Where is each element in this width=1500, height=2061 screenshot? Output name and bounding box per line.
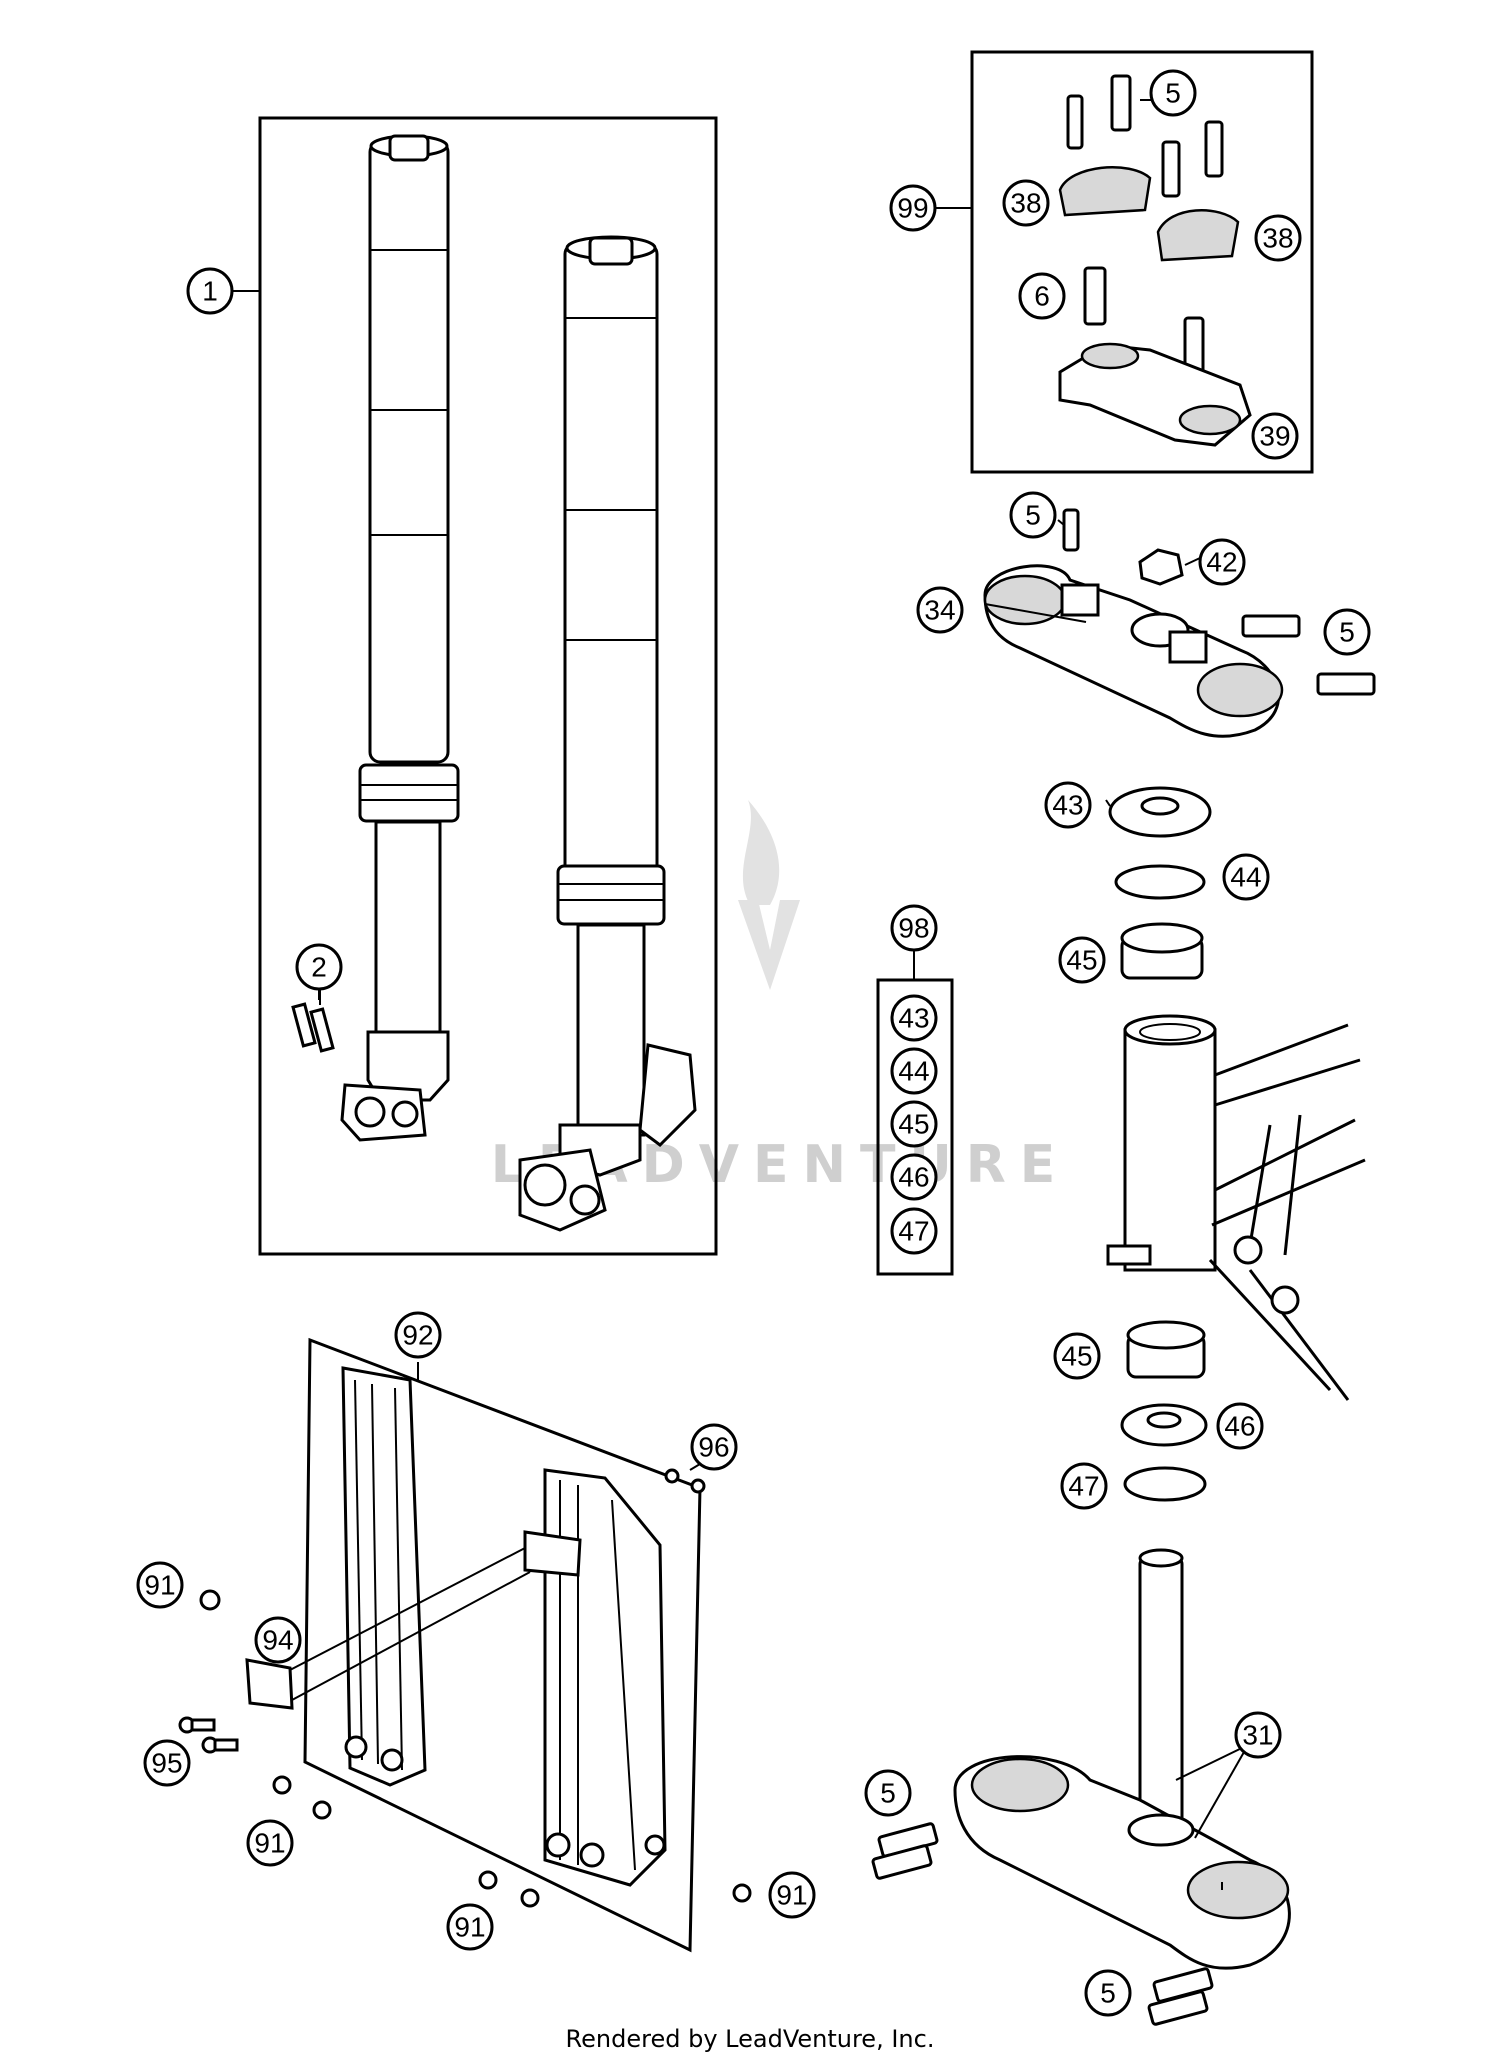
callout-label: 92 bbox=[402, 1320, 433, 1351]
callout-label: 43 bbox=[898, 1003, 929, 1034]
kit-item-44: 44 bbox=[890, 1047, 938, 1095]
callout-label: 43 bbox=[1052, 790, 1083, 821]
fork-assembly-box bbox=[258, 116, 718, 1256]
callout-95: 95 bbox=[143, 1739, 191, 1787]
callout-label: 96 bbox=[698, 1432, 729, 1463]
kit-item-47: 47 bbox=[890, 1207, 938, 1255]
callout-91: 91 bbox=[446, 1903, 494, 1951]
kit-item-43: 43 bbox=[890, 994, 938, 1042]
callout-label: 47 bbox=[898, 1216, 929, 1247]
callout-label: 46 bbox=[898, 1162, 929, 1193]
callout-31: 31 bbox=[1234, 1711, 1282, 1759]
upper-triple-clamp bbox=[983, 508, 1376, 738]
callout-99: 99 bbox=[889, 184, 937, 232]
leader-lines bbox=[318, 99, 1223, 1890]
callout-label: 95 bbox=[151, 1748, 182, 1779]
callout-1: 1 bbox=[186, 267, 234, 315]
callout-label: 1 bbox=[202, 276, 218, 307]
fork-protectors bbox=[245, 1366, 716, 1887]
callout-label: 98 bbox=[898, 913, 929, 944]
handlebar-clamp-box bbox=[970, 50, 1314, 474]
kit-item-45: 45 bbox=[890, 1100, 938, 1148]
callout-92: 92 bbox=[394, 1311, 442, 1359]
callout-45: 45 bbox=[1053, 1332, 1101, 1380]
callout-46: 46 bbox=[1216, 1402, 1264, 1450]
left-fork-leg bbox=[340, 134, 460, 1142]
callout-label: 91 bbox=[254, 1828, 285, 1859]
callout-label: 47 bbox=[1068, 1471, 1099, 1502]
steering-bearing-set bbox=[1108, 786, 1212, 1502]
axle-clamp-bolts bbox=[291, 990, 335, 1053]
callout-label: 5 bbox=[1100, 1978, 1116, 2009]
callout-label: 45 bbox=[898, 1109, 929, 1140]
kit-item-46: 46 bbox=[890, 1153, 938, 1201]
callout-43: 43 bbox=[1044, 781, 1092, 829]
callout-label: 91 bbox=[776, 1880, 807, 1911]
callout-label: 6 bbox=[1034, 281, 1050, 312]
callout-label: 46 bbox=[1224, 1411, 1255, 1442]
callout-label: 99 bbox=[897, 193, 928, 224]
callout-91: 91 bbox=[768, 1871, 816, 1919]
callout-label: 34 bbox=[924, 595, 955, 626]
callout-label: 45 bbox=[1066, 945, 1097, 976]
lower-triple-clamp bbox=[871, 1548, 1291, 2026]
callout-98: 98 bbox=[890, 904, 938, 952]
right-fork-leg bbox=[518, 235, 697, 1232]
frame-steering-head bbox=[1106, 1014, 1366, 1401]
callout-label: 38 bbox=[1262, 223, 1293, 254]
callout-label: 39 bbox=[1259, 421, 1290, 452]
callout-label: 91 bbox=[144, 1570, 175, 1601]
callout-label: 44 bbox=[1230, 862, 1261, 893]
callout-5: 5 bbox=[1323, 608, 1371, 656]
callout-47: 47 bbox=[1060, 1462, 1108, 1510]
rendered-by-footer: Rendered by LeadVenture, Inc. bbox=[565, 2025, 935, 2053]
callout-42: 42 bbox=[1198, 538, 1246, 586]
callout-5: 5 bbox=[1149, 69, 1197, 117]
callout-label: 38 bbox=[1010, 188, 1041, 219]
callout-label: 5 bbox=[1339, 617, 1355, 648]
callout-44: 44 bbox=[1222, 853, 1270, 901]
callout-label: 2 bbox=[311, 952, 327, 983]
callout-94: 94 bbox=[254, 1616, 302, 1664]
callout-2: 2 bbox=[295, 943, 343, 991]
callout-91: 91 bbox=[246, 1819, 294, 1867]
callout-label: 44 bbox=[898, 1056, 929, 1087]
callout-label: 42 bbox=[1206, 547, 1237, 578]
callout-label: 5 bbox=[1165, 78, 1181, 109]
callout-38: 38 bbox=[1002, 179, 1050, 227]
protector-screws bbox=[178, 1589, 752, 1908]
callout-34: 34 bbox=[916, 586, 964, 634]
callout-label: 91 bbox=[454, 1912, 485, 1943]
callout-label: 94 bbox=[262, 1625, 293, 1656]
callout-5: 5 bbox=[1009, 491, 1057, 539]
callout-5: 5 bbox=[1084, 1969, 1132, 2017]
callout-39: 39 bbox=[1251, 412, 1299, 460]
callout-6: 6 bbox=[1018, 272, 1066, 320]
handlebar-clamp-parts bbox=[1058, 74, 1252, 447]
callout-label: 5 bbox=[880, 1778, 896, 1809]
callout-45: 45 bbox=[1058, 936, 1106, 984]
callout-38: 38 bbox=[1254, 214, 1302, 262]
callout-label: 45 bbox=[1061, 1341, 1092, 1372]
fork-protector-panel bbox=[303, 1337, 702, 1953]
callout-label: 31 bbox=[1242, 1720, 1273, 1751]
callout-96: 96 bbox=[690, 1423, 738, 1471]
callout-5: 5 bbox=[864, 1769, 912, 1817]
callout-91: 91 bbox=[136, 1561, 184, 1609]
callout-label: 5 bbox=[1025, 500, 1041, 531]
